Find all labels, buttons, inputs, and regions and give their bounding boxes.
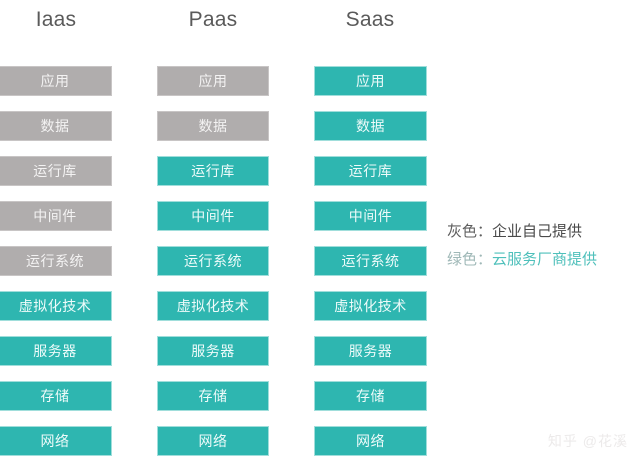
column-header-iaas: Iaas	[35, 8, 77, 31]
legend-value-teal: 云服务厂商提供	[492, 251, 598, 268]
layer-box-label: 网络	[40, 433, 70, 449]
legend-row-gray: 灰色：企业自己提供	[447, 218, 637, 246]
layer-box: 运行库	[314, 156, 427, 186]
layer-box: 服务器	[314, 336, 427, 366]
layer-box-label: 数据	[356, 118, 385, 134]
layer-box: 应用	[0, 66, 112, 96]
layer-box-label: 存储	[40, 388, 70, 404]
layer-box: 虚拟化技术	[314, 291, 427, 321]
layer-box-label: 数据	[40, 118, 70, 134]
layer-box-label: 存储	[198, 388, 228, 404]
legend-value-gray: 企业自己提供	[492, 223, 583, 240]
legend-key-gray: 灰色：	[447, 223, 493, 240]
layer-box: 中间件	[314, 201, 427, 231]
layer-stack-iaas: 应用数据运行库中间件运行系统虚拟化技术服务器存储网络	[0, 66, 112, 456]
column-header-saas: Saas	[345, 8, 395, 31]
layer-box: 存储	[0, 381, 112, 411]
layer-box: 应用	[157, 66, 269, 96]
layer-box-label: 运行系统	[26, 253, 84, 269]
layer-box-label: 运行系统	[184, 253, 242, 269]
layer-box: 运行系统	[157, 246, 269, 276]
layer-box-label: 虚拟化技术	[176, 298, 250, 314]
layer-box: 运行库	[0, 156, 112, 186]
column-header-paas: Paas	[188, 8, 238, 31]
layer-box: 数据	[0, 111, 112, 141]
layer-box-label: 应用	[40, 73, 70, 89]
layer-box: 服务器	[0, 336, 112, 366]
layer-box-label: 中间件	[191, 208, 235, 224]
layer-box-label: 运行库	[33, 163, 77, 179]
layer-box: 运行系统	[0, 246, 112, 276]
layer-box-label: 虚拟化技术	[18, 298, 92, 314]
legend-row-teal: 绿色：云服务厂商提供	[447, 246, 637, 274]
layer-box: 服务器	[157, 336, 269, 366]
layer-box: 应用	[314, 66, 427, 96]
layer-box-label: 中间件	[33, 208, 77, 224]
layer-box-label: 数据	[198, 118, 228, 134]
layer-box: 存储	[157, 381, 269, 411]
legend-key-teal: 绿色：	[447, 251, 493, 268]
layer-box-label: 中间件	[348, 208, 393, 224]
layer-box-label: 应用	[198, 73, 228, 89]
layer-box: 网络	[157, 426, 269, 456]
layer-box: 中间件	[157, 201, 269, 231]
layer-box: 数据	[157, 111, 269, 141]
layer-box-label: 服务器	[191, 343, 235, 359]
layer-stack-saas: 应用数据运行库中间件运行系统虚拟化技术服务器存储网络	[314, 66, 427, 456]
layer-stack-paas: 应用数据运行库中间件运行系统虚拟化技术服务器存储网络	[157, 66, 269, 456]
layer-box: 存储	[314, 381, 427, 411]
layer-box: 网络	[314, 426, 427, 456]
layer-box-label: 存储	[356, 388, 385, 404]
layer-box-label: 运行库	[348, 163, 393, 179]
layer-box: 网络	[0, 426, 112, 456]
layer-box: 中间件	[0, 201, 112, 231]
layer-box-label: 运行库	[191, 163, 235, 179]
layer-box-label: 运行系统	[341, 253, 400, 269]
layer-box-label: 虚拟化技术	[334, 298, 407, 314]
legend: 灰色：企业自己提供 绿色：云服务厂商提供	[447, 218, 637, 274]
layer-box-label: 服务器	[348, 343, 393, 359]
layer-box: 虚拟化技术	[157, 291, 269, 321]
layer-box: 运行系统	[314, 246, 427, 276]
layer-box: 运行库	[157, 156, 269, 186]
watermark: 知乎 @花溪	[547, 433, 628, 449]
layer-box-label: 应用	[356, 73, 385, 89]
layer-box: 虚拟化技术	[0, 291, 112, 321]
layer-box-label: 服务器	[33, 343, 77, 359]
layer-box-label: 网络	[356, 433, 385, 449]
layer-box-label: 网络	[198, 433, 228, 449]
layer-box: 数据	[314, 111, 427, 141]
